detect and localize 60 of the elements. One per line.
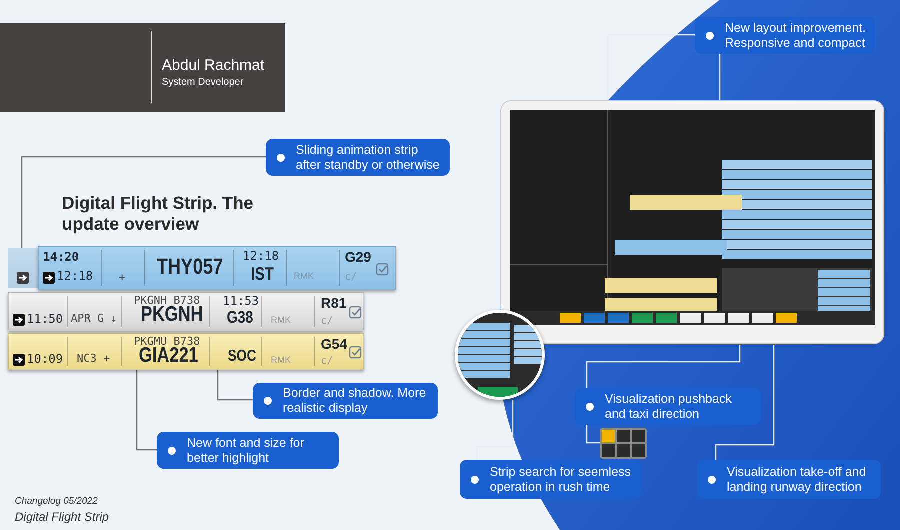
title: Digital Flight Strip. The update overview bbox=[62, 193, 255, 235]
callsign: PKGNH bbox=[141, 304, 204, 325]
leader-line bbox=[715, 345, 775, 460]
callout-box bbox=[460, 460, 641, 499]
callout-text: Visualization take-off and landing runway direction bbox=[727, 464, 868, 494]
callout-text: Border and shadow. More realistic display bbox=[283, 386, 428, 416]
leader-line bbox=[136, 370, 157, 451]
clearance-mark: c/ bbox=[321, 357, 334, 367]
callout-box bbox=[695, 17, 875, 54]
estimated-time: 10:09 bbox=[27, 353, 64, 365]
estimated-time: 11:50 bbox=[27, 313, 64, 325]
leader-line bbox=[217, 370, 253, 401]
callout-text: New layout improvement. Responsive and compact bbox=[725, 20, 867, 50]
callsign: GIA221 bbox=[139, 345, 198, 366]
remark-text: RMK bbox=[271, 316, 291, 325]
callout-box bbox=[157, 432, 339, 469]
author-name: Abdul Rachmat bbox=[162, 57, 265, 74]
callout-text: New font and size for better highlight bbox=[187, 436, 306, 466]
header-banner bbox=[0, 23, 285, 112]
author-role: System Developer bbox=[162, 77, 244, 88]
slot-time: 12:18 bbox=[243, 250, 280, 262]
slot-time: 11:53 bbox=[223, 295, 260, 307]
flight-strip bbox=[8, 333, 364, 370]
departure-time: 14:20 bbox=[43, 251, 80, 263]
callout-box bbox=[575, 388, 761, 425]
callout-text: Strip search for seemless operation in rush time bbox=[490, 464, 632, 494]
leader-line bbox=[21, 156, 266, 248]
destination-code: IST bbox=[251, 265, 274, 283]
runway-mark: APR G ↓ bbox=[71, 313, 118, 324]
remark-text: RMK bbox=[271, 356, 291, 365]
route-mark: + bbox=[119, 272, 126, 283]
callout-box bbox=[266, 139, 450, 176]
monitor-screenshot-drawing bbox=[500, 100, 885, 345]
registration-type: PKGNH B738 bbox=[134, 295, 200, 306]
callout-text: Visualization pushback and taxi direction bbox=[605, 392, 733, 422]
leader-line bbox=[476, 400, 514, 460]
flight-strip bbox=[38, 246, 396, 290]
flight-strip bbox=[8, 292, 364, 331]
leader-line bbox=[607, 34, 695, 100]
sliding-strip-ghost bbox=[8, 248, 38, 288]
callout-text: Sliding animation strip after standby or otherwise bbox=[296, 142, 441, 172]
leader-line bbox=[586, 345, 741, 388]
callsign: THY057 bbox=[157, 256, 224, 278]
callout-box bbox=[697, 460, 881, 499]
runway-mark: NC3 + bbox=[77, 353, 110, 364]
gate-code: G29 bbox=[345, 250, 372, 264]
gate-code: G54 bbox=[321, 337, 348, 351]
gate-code: G38 bbox=[227, 309, 254, 326]
footer-text: Digital Flight Strip bbox=[15, 510, 110, 524]
estimated-time: 12:18 bbox=[57, 270, 94, 282]
leader-line bbox=[719, 54, 721, 100]
leader-line bbox=[586, 425, 600, 444]
destination-code: SOC bbox=[228, 349, 256, 365]
clearance-mark: c/ bbox=[321, 317, 334, 327]
callout-box bbox=[253, 383, 438, 419]
magnifier-drawing bbox=[455, 310, 545, 400]
direction-keypad-drawing bbox=[600, 428, 647, 459]
registration-type: PKGMU B738 bbox=[134, 336, 200, 347]
stand-code: R81 bbox=[321, 296, 347, 310]
changelog-date: Changelog 05/2022 bbox=[15, 496, 98, 507]
